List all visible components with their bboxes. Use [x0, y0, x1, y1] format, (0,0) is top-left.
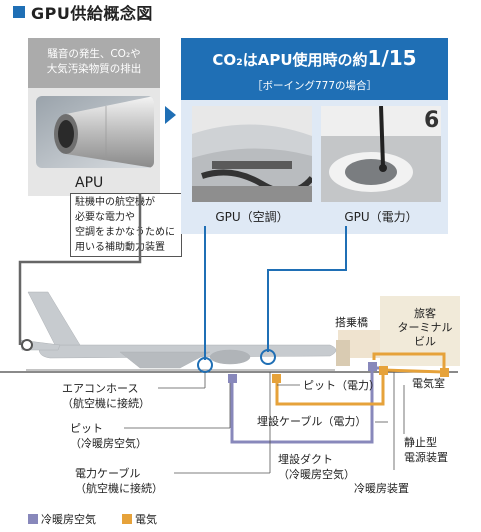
gpu-aircon-photo — [192, 106, 312, 202]
gpu-subheadline: ［ボーイング777の場合］ — [251, 80, 378, 92]
page-title: GPU供給概念図 — [31, 4, 153, 23]
pit-hvac-label-line1: ピット — [70, 422, 103, 435]
apu-location-marker — [21, 339, 33, 351]
aircraft-illustration — [19, 291, 337, 369]
static-power-label-line2: 電源装置 — [404, 451, 448, 464]
gpu-headline-text: CO₂はAPU使用時の約 — [212, 51, 368, 69]
buried-cable-label: 埋設ケーブル（電力） — [257, 415, 367, 428]
gpu-headline: CO₂はAPU使用時の約1/15 — [181, 46, 448, 70]
arrow-right-icon — [165, 106, 176, 124]
apu-desc-line3: 空調をまかなうために — [75, 227, 175, 238]
apu-header: 騒音の発生、CO₂や 大気汚染物質の排出 — [28, 38, 160, 88]
legend-hvac-label: 冷暖房空気 — [41, 513, 96, 526]
apu-desc-line1: 駐機中の航空機が — [75, 197, 155, 208]
gpu-power-photo — [321, 106, 441, 202]
gpu-aircon-caption: GPU（空調） — [215, 210, 289, 224]
electrical-room-label: 電気室 — [412, 377, 445, 390]
terminal-label: 旅客 ターミナル ビル — [392, 307, 458, 349]
bridge-cab-shape — [336, 340, 350, 366]
apu-header-line2: 大気汚染物質の排出 — [46, 63, 142, 75]
apu-label: APU — [75, 175, 104, 191]
gpu-headline-ratio: 1/15 — [367, 46, 417, 70]
buried-duct-label-line2: （冷暖房空気） — [278, 468, 355, 481]
legend-hvac-swatch — [28, 514, 38, 524]
boarding-bridge-label: 搭乗橋 — [335, 316, 368, 329]
buried-duct-label: 埋設ダクト （冷暖房空気） — [278, 452, 355, 482]
aircon-hose-label-line1: エアコンホース — [62, 382, 139, 395]
apu-desc-line4: 用いる補助動力装置 — [75, 242, 165, 253]
legend-power-label: 電気 — [135, 513, 157, 526]
power-lines — [275, 352, 446, 406]
aircon-hose-label: エアコンホース （航空機に接続） — [62, 381, 150, 411]
apu-description: 駐機中の航空機が 必要な電力や 空調をまかなうために 用いる補助動力装置 — [70, 193, 182, 257]
gpu-header — [181, 38, 448, 100]
power-cable-label: 電力ケーブル （航空機に接続） — [75, 466, 163, 496]
apu-exhaust-photo — [36, 96, 154, 168]
pit-power-label: ピット（電力） — [303, 379, 380, 392]
title-marker — [13, 6, 25, 18]
power-cable-label-line1: 電力ケーブル — [75, 467, 141, 480]
apu-desc-line2: 必要な電力や — [75, 212, 135, 223]
hvac-unit-label: 冷暖房装置 — [354, 482, 409, 495]
gate-number-marker: 6 — [424, 108, 440, 133]
pit-hvac-label-line2: （冷暖房空気） — [70, 437, 147, 450]
gpu-power-caption: GPU（電力） — [344, 210, 418, 224]
apu-header-line1: 騒音の発生、CO₂や — [47, 48, 141, 60]
gpu-aircon-illustration — [192, 106, 312, 202]
apu-exhaust-illustration — [36, 96, 154, 168]
gpu-power-illustration — [321, 106, 441, 202]
terminal-label-line1: 旅客 — [414, 307, 436, 320]
terminal-label-line2: ターミナル — [397, 321, 453, 334]
power-cable-marker — [260, 349, 276, 365]
pit-hvac-label: ピット （冷暖房空気） — [70, 421, 147, 451]
power-cable-label-line2: （航空機に接続） — [75, 482, 163, 495]
buried-duct-label-line1: 埋設ダクト — [278, 453, 333, 466]
terminal-label-line3: ビル — [414, 335, 436, 348]
static-power-label-line1: 静止型 — [404, 436, 437, 449]
aircon-hose-label-line2: （航空機に接続） — [62, 397, 150, 410]
static-power-unit-label: 静止型 電源装置 — [404, 435, 448, 465]
legend-power-swatch — [122, 514, 132, 524]
